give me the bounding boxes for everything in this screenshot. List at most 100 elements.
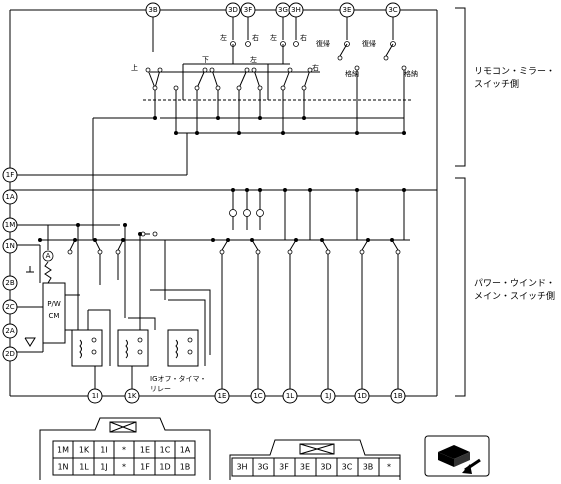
label-retract-3e: 格納 xyxy=(345,69,359,78)
terminal-1M: 1M xyxy=(2,217,18,233)
relay-label-line2: リレー xyxy=(150,385,171,393)
terminal-3C: 3C xyxy=(385,2,401,18)
svg-text:1D: 1D xyxy=(159,463,170,472)
window-contacts xyxy=(38,231,401,255)
terminal-1K: 1K xyxy=(124,388,140,404)
svg-text:3G: 3G xyxy=(278,6,288,14)
terminal-2C: 2C xyxy=(2,299,18,315)
svg-text:1L: 1L xyxy=(79,463,89,472)
svg-text:1B: 1B xyxy=(180,463,191,472)
terminal-2D: 2D xyxy=(2,346,18,362)
connector-left: 1M 1K 1I * 1E 1C 1A 1N 1L 1J * 1F 1D 1B xyxy=(39,417,211,480)
label-right-3h: 右 xyxy=(300,33,307,42)
svg-text:3F: 3F xyxy=(279,463,289,472)
connector-right: 3H 3G 3F 3E 3D 3C 3B * xyxy=(229,439,401,480)
connector-left-cells: 1M 1K 1I * 1E 1C 1A 1N 1L 1J * 1F 1D 1B xyxy=(52,440,196,476)
svg-text:*: * xyxy=(387,463,391,472)
terminal-1I: 1I xyxy=(87,388,103,404)
mirror-junctions xyxy=(153,116,406,135)
connector-right-cells: 3H 3G 3F 3E 3D 3C 3B * xyxy=(231,457,401,477)
label-left-3d: 左 xyxy=(220,33,227,42)
relay-1 xyxy=(71,329,103,367)
svg-text:3B: 3B xyxy=(363,463,374,472)
label-retract-3c: 格納 xyxy=(404,69,418,78)
svg-text:1C: 1C xyxy=(253,392,262,400)
terminal-1E: 1E xyxy=(214,388,230,404)
terminal-3D: 3D xyxy=(225,2,241,18)
relay-3 xyxy=(167,329,199,367)
mirror-switch-contacts xyxy=(145,55,407,91)
svg-text:1I: 1I xyxy=(92,392,99,400)
label-left-3g: 左 xyxy=(270,33,277,42)
svg-text:A: A xyxy=(46,252,51,260)
mirror-switch-labels: 左 右 左 右 上 下 左 右 復帰 復帰 格納 格納 xyxy=(131,33,418,78)
terminal-2B: 2B xyxy=(2,275,18,291)
connector-plug-icon xyxy=(424,435,490,477)
svg-text:1F: 1F xyxy=(140,463,150,472)
label-right-mid: 右 xyxy=(312,63,319,72)
label-restore-3e: 復帰 xyxy=(316,39,330,48)
label-left-mid: 左 xyxy=(250,55,257,64)
pw-control-module: P/W CM A xyxy=(10,224,80,353)
side-label-mirror-switch: リモコン・ミラー・ スイッチ側 xyxy=(474,67,556,90)
svg-text:3E: 3E xyxy=(343,6,352,14)
svg-text:3H: 3H xyxy=(236,463,247,472)
terminal-1B: 1B xyxy=(390,388,406,404)
left-terminals: 1F 1A 1M 1N 2B 2C 2A 2D xyxy=(2,167,18,362)
svg-text:3D: 3D xyxy=(228,6,238,14)
terminal-3B: 3B xyxy=(145,2,161,18)
terminal-1L: 1L xyxy=(282,388,298,404)
terminal-1A: 1A xyxy=(2,189,18,205)
svg-text:*: * xyxy=(122,446,126,455)
svg-text:3H: 3H xyxy=(291,6,301,14)
label-right-3f: 右 xyxy=(252,33,259,42)
svg-text:2A: 2A xyxy=(5,327,14,335)
side-brackets xyxy=(455,7,466,397)
svg-text:2D: 2D xyxy=(5,350,15,358)
svg-text:1N: 1N xyxy=(5,242,15,250)
svg-text:1K: 1K xyxy=(79,446,90,455)
pw-module-label-2: CM xyxy=(49,312,60,320)
svg-text:3G: 3G xyxy=(257,463,268,472)
pw-module-label-1: P/W xyxy=(47,300,61,308)
terminal-1F: 1F xyxy=(2,167,18,183)
relay-block: IGオフ・タイマ・ リレー xyxy=(71,223,211,396)
side-label-window-switch: パワー・ウインド・ メイン・スイッチ側 xyxy=(474,279,556,302)
terminal-3G: 3G xyxy=(275,2,291,18)
terminal-2A: 2A xyxy=(2,323,18,339)
svg-text:2B: 2B xyxy=(5,279,14,287)
svg-text:1J: 1J xyxy=(325,392,332,400)
svg-text:1C: 1C xyxy=(160,446,171,455)
terminal-1J: 1J xyxy=(320,388,336,404)
svg-text:1I: 1I xyxy=(100,446,107,455)
terminal-1D: 1D xyxy=(354,388,370,404)
terminal-3F: 3F xyxy=(240,2,256,18)
label-down: 下 xyxy=(202,56,209,64)
frame-lines xyxy=(9,9,438,397)
svg-text:3C: 3C xyxy=(342,463,353,472)
window-switch-arms xyxy=(69,233,399,251)
window-switch-section xyxy=(38,188,410,396)
svg-text:1B: 1B xyxy=(393,392,402,400)
terminal-1N: 1N xyxy=(2,238,18,254)
svg-text:1J: 1J xyxy=(100,463,107,472)
svg-text:1N: 1N xyxy=(57,463,68,472)
label-restore-3c: 復帰 xyxy=(362,39,376,48)
label-up: 上 xyxy=(131,63,138,72)
svg-text:1F: 1F xyxy=(6,171,14,179)
svg-text:1M: 1M xyxy=(57,446,69,455)
top-terminals: 3B 3D 3F 3G 3H 3E 3C xyxy=(145,2,401,18)
mirror-switch-arms xyxy=(147,43,394,89)
svg-text:3D: 3D xyxy=(320,463,331,472)
svg-text:1L: 1L xyxy=(286,392,294,400)
svg-text:1A: 1A xyxy=(180,446,191,455)
bottom-terminals: 1I 1K 1E 1C 1L 1J 1D 1B xyxy=(87,388,406,404)
svg-text:1A: 1A xyxy=(5,193,14,201)
svg-text:3B: 3B xyxy=(148,6,157,14)
terminal-1C: 1C xyxy=(250,388,266,404)
svg-text:3C: 3C xyxy=(388,6,397,14)
svg-text:1M: 1M xyxy=(5,221,16,229)
mirror-to-main-links xyxy=(10,117,437,240)
relay-2 xyxy=(117,329,149,367)
